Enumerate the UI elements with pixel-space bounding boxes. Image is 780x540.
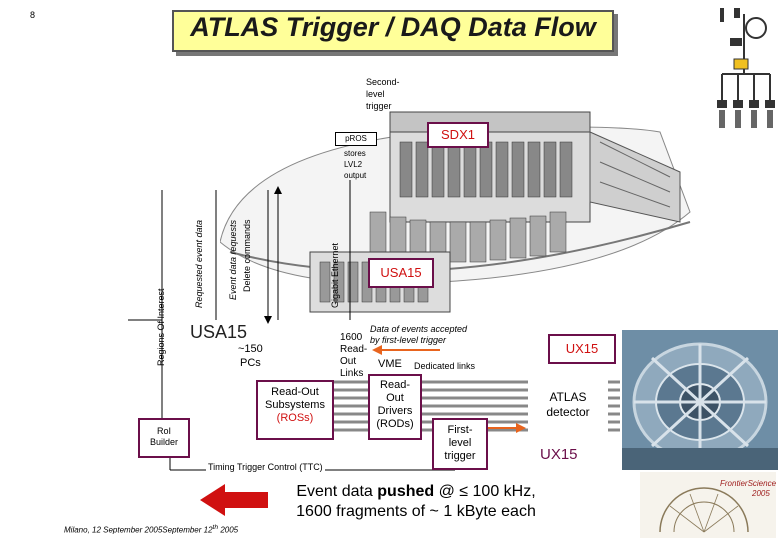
event-data-requests-label: Event data requests [228, 219, 238, 300]
stores-lvl2-label: stores LVL2 output [344, 149, 367, 180]
atlas-detector-photo [622, 330, 778, 470]
ux15-label: UX15 [540, 446, 578, 463]
ros-box: Read-Out Subsystems (ROSs) [256, 380, 334, 440]
dedicated-links-label: Dedicated links [414, 361, 476, 371]
slide-title: ATLAS Trigger / DAQ Data Flow [190, 12, 596, 42]
requested-event-data-label: Requested event data [194, 219, 204, 308]
rod-box: Read- Out Drivers (RODs) [368, 374, 422, 440]
vme-label: VME [378, 358, 402, 370]
data-accepted-label: Data of events accepted by first-level t… [370, 324, 468, 345]
delete-commands-label: Delete commands [242, 219, 252, 292]
footer-text: Milano, 12 September 2005September 12th … [64, 524, 239, 535]
pcs-label: ~150 PCs [238, 343, 263, 369]
event-data-text: Event data pushed @ ≤ 100 kHz, 1600 frag… [296, 483, 536, 520]
circuit-icon [717, 8, 775, 128]
pros-box: pROS [335, 132, 377, 146]
ux15-box: UX15 [548, 334, 616, 364]
gigabit-ethernet-label: Gigabit Ethernet [330, 242, 340, 308]
logo-text: FrontierScience [720, 479, 776, 488]
readout-links-label: 1600 Read- Out Links [340, 332, 368, 379]
regions-of-interest-label: Regions Of Interest [156, 288, 166, 366]
svg-text:2005: 2005 [751, 489, 770, 498]
usa15-label: USA15 [190, 322, 248, 342]
ttc-label: Timing Trigger Control (TTC) [206, 462, 325, 472]
roi-builder-box: RoI Builder [138, 418, 190, 458]
first-level-trigger-box: First- level trigger [432, 418, 488, 470]
title-box [172, 10, 614, 52]
sdx1-box: SDX1 [427, 122, 489, 148]
second-level-trigger-label: Second- level trigger [366, 77, 400, 111]
frontier-science-logo: FrontierScience 2005 [640, 472, 776, 538]
data-flow-arrow [200, 484, 268, 516]
usa15-box: USA15 [368, 258, 434, 288]
slide-number: 8 [30, 10, 36, 20]
pros-label: pROS [345, 134, 367, 143]
atlas-detector-label: ATLAS detector [528, 380, 608, 434]
sdx1-label: SDX1 [441, 127, 475, 142]
